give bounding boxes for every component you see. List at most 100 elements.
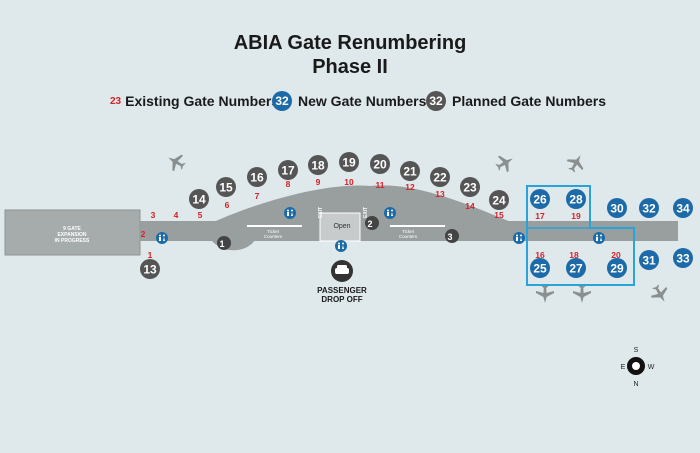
new-gate-marker: 33 xyxy=(673,248,693,268)
compass-icon: S N E W xyxy=(621,347,655,388)
legend-existing-sample: 23 xyxy=(110,95,122,107)
existing-gate-label: 9 xyxy=(316,177,321,187)
legend-existing-label: Existing Gate Numbers xyxy=(125,93,280,109)
svg-text:19: 19 xyxy=(342,156,356,170)
existing-gate-label: 8 xyxy=(286,179,291,189)
ticket-counters-left-2: Counters xyxy=(264,234,283,239)
existing-gate-label: 6 xyxy=(225,200,230,210)
expansion-label-2: EXPANSION xyxy=(57,232,86,238)
svg-text:32: 32 xyxy=(642,202,656,216)
planned-gate-marker: 22 xyxy=(430,167,450,187)
new-gate-marker: 28 xyxy=(566,189,586,209)
new-gate-marker: 32 xyxy=(639,198,659,218)
existing-gate-label: 3 xyxy=(151,210,156,220)
existing-gate-label: 2 xyxy=(141,229,146,239)
exit-label-left: EXIT xyxy=(318,207,324,218)
svg-text:20: 20 xyxy=(373,158,387,172)
svg-text:18: 18 xyxy=(311,159,325,173)
legend-planned-sample: 32 xyxy=(426,91,446,111)
ticket-counters-left-1: Ticket xyxy=(267,229,280,234)
planned-gate-marker: 15 xyxy=(216,177,236,197)
svg-text:3: 3 xyxy=(447,232,452,242)
new-gate-marker: 34 xyxy=(673,198,693,218)
exit-label-right: EXIT xyxy=(363,207,369,218)
planned-gate-marker: 18 xyxy=(308,155,328,175)
legend-planned-label: Planned Gate Numbers xyxy=(452,93,607,109)
planned-gate-marker: 21 xyxy=(400,161,420,181)
airplane-icon xyxy=(163,149,189,175)
svg-text:13: 13 xyxy=(143,263,157,277)
svg-text:17: 17 xyxy=(281,164,295,178)
security-checkpoint-1: 1 xyxy=(217,236,231,250)
new-gate-marker: 27 xyxy=(566,258,586,278)
svg-text:28: 28 xyxy=(569,193,583,207)
new-gate-marker: 29 xyxy=(607,258,627,278)
svg-text:14: 14 xyxy=(192,193,206,207)
svg-text:15: 15 xyxy=(219,181,233,195)
airplane-icon xyxy=(563,150,589,176)
restroom-icon xyxy=(335,240,347,252)
expansion-label: 9 GATE xyxy=(63,226,81,232)
planned-gate-marker: 19 xyxy=(339,152,359,172)
svg-text:16: 16 xyxy=(250,171,264,185)
new-gate-marker: 31 xyxy=(639,250,659,270)
security-checkpoint-3: 3 xyxy=(445,229,459,243)
planned-gate-marker: 17 xyxy=(278,160,298,180)
existing-gate-label: 10 xyxy=(344,177,354,187)
existing-gate-label: 20 xyxy=(611,250,621,260)
existing-gate-label: 15 xyxy=(494,210,504,220)
svg-text:24: 24 xyxy=(492,194,506,208)
svg-text:27: 27 xyxy=(569,262,583,276)
legend-new-sample: 32 xyxy=(272,91,292,111)
new-gate-marker: 30 xyxy=(607,198,627,218)
airplane-icon xyxy=(492,150,518,176)
ticket-counters-right-1: Ticket xyxy=(402,229,415,234)
svg-text:W: W xyxy=(648,364,655,371)
airplane-icon xyxy=(536,285,554,303)
security-checkpoint-2: 2 xyxy=(365,216,379,230)
airplane-icon xyxy=(647,281,673,307)
ticket-counters-right-2: Counters xyxy=(399,234,418,239)
passenger-dropoff-line1: PASSENGER xyxy=(317,286,367,295)
existing-gate-label: 17 xyxy=(535,211,545,221)
legend-new-label: New Gate Numbers xyxy=(298,93,427,109)
existing-gate-label: 18 xyxy=(569,250,579,260)
restroom-icon xyxy=(284,207,296,219)
restroom-icon xyxy=(156,232,168,244)
svg-text:25: 25 xyxy=(533,262,547,276)
restroom-icon xyxy=(593,232,605,244)
map-title: ABIA Gate Renumbering xyxy=(233,32,467,54)
planned-gate-marker: 23 xyxy=(460,177,480,197)
svg-text:21: 21 xyxy=(403,165,417,179)
new-gates-highlight xyxy=(526,185,635,286)
planned-gate-marker: 13 xyxy=(140,259,160,279)
planned-gate-marker: 24 xyxy=(489,190,509,210)
existing-gate-label: 19 xyxy=(571,211,581,221)
legend-existing: 23 Existing Gate Numbers xyxy=(110,90,279,112)
existing-gate-label: 5 xyxy=(198,210,203,220)
existing-gate-label: 4 xyxy=(174,210,179,220)
passenger-dropoff-line2: DROP OFF xyxy=(321,295,362,304)
open-label: Open xyxy=(333,223,350,230)
new-gate-marker: 26 xyxy=(530,189,550,209)
planned-gate-marker: 20 xyxy=(370,154,390,174)
existing-gate-label: 16 xyxy=(535,250,545,260)
legend-new: 32 New Gate Numbers xyxy=(272,90,426,112)
existing-gate-label: 1 xyxy=(148,250,153,260)
planned-gate-marker: 14 xyxy=(189,189,209,209)
svg-text:23: 23 xyxy=(463,181,477,195)
existing-gate-label: 12 xyxy=(405,182,415,192)
new-gate-marker: 25 xyxy=(530,258,550,278)
existing-gate-label: 7 xyxy=(255,191,260,201)
svg-text:33: 33 xyxy=(676,252,690,266)
svg-text:22: 22 xyxy=(433,171,447,185)
svg-text:N: N xyxy=(633,381,638,388)
existing-gate-label: 13 xyxy=(435,189,445,199)
restroom-icon xyxy=(513,232,525,244)
svg-text:34: 34 xyxy=(676,202,690,216)
svg-text:S: S xyxy=(634,347,639,354)
planned-gate-marker: 16 xyxy=(247,167,267,187)
svg-text:E: E xyxy=(621,364,626,371)
map-subtitle: Phase II xyxy=(312,56,388,78)
